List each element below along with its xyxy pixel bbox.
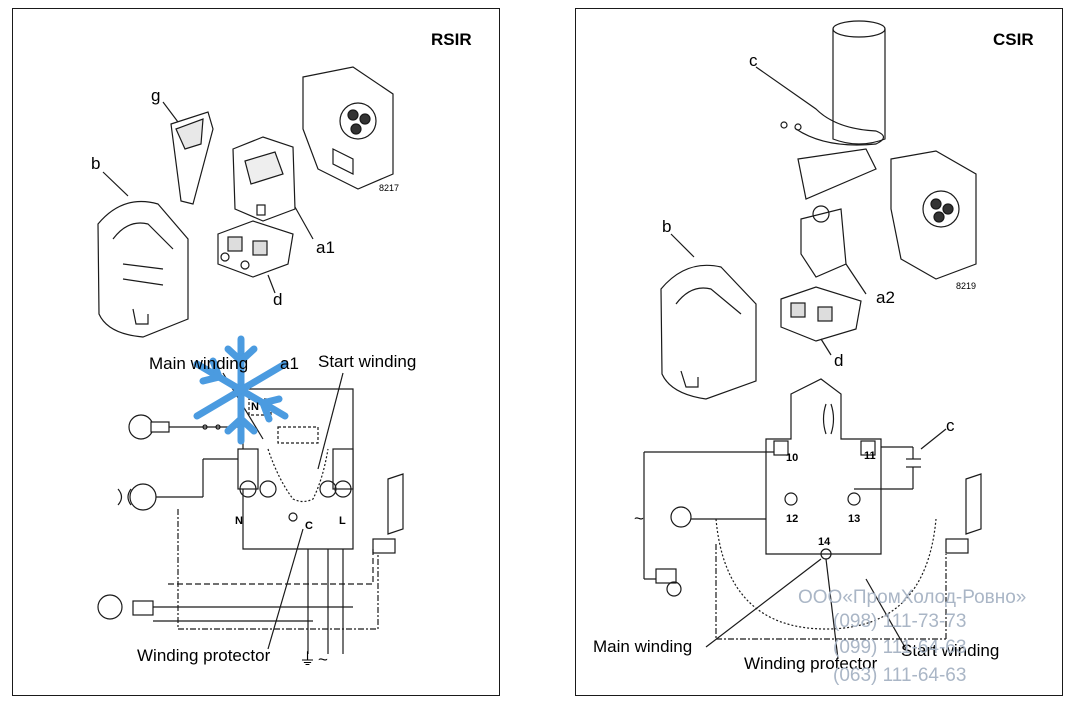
csir-start-winding-label: Start winding <box>901 641 999 660</box>
rsir-screw-n <box>239 480 257 498</box>
csir-label-b: b <box>662 217 671 236</box>
csir-overload-icon <box>945 473 982 554</box>
ac-symbol-left: ~ <box>318 650 328 669</box>
csir-relay-outline <box>765 378 882 555</box>
rsir-title: RSIR <box>431 30 472 49</box>
csir-thermostat-icon <box>655 568 682 597</box>
csir-part-d-terminal-block <box>780 286 862 356</box>
part-a2-relay <box>800 205 867 295</box>
part-d-terminal-block <box>217 220 294 294</box>
csir-main-winding-leader <box>705 558 822 648</box>
csir-terminal-13-contact <box>847 492 861 506</box>
rsir-terminal-n-bottom: N <box>235 515 243 527</box>
csir-terminal-11-contact <box>860 440 876 456</box>
csir-terminal-14: 14 <box>818 536 831 548</box>
rsir-terminal-l: L <box>339 515 346 527</box>
csir-windings <box>715 518 937 630</box>
ac-symbol-right: ~ <box>634 509 644 528</box>
snowflake-icon <box>193 335 289 445</box>
rsir-panel: RSIR 8217 g b a1 d Main winding a1 Start… <box>12 8 500 696</box>
watermark-company: ООО«ПромХолод-Ровно» <box>798 587 1026 608</box>
rsir-figure-number: 8217 <box>379 183 399 193</box>
lamp-icon <box>128 414 243 440</box>
part-c-capacitor <box>755 20 886 146</box>
csir-terminal-10: 10 <box>786 452 798 464</box>
watermark-phone-2: (099) 111-64-63 <box>833 637 966 658</box>
csir-relay-coil <box>822 403 835 435</box>
csir-start-winding-leader <box>865 578 907 650</box>
csir-fan-icon <box>670 506 692 528</box>
csir-main-winding-label: Main winding <box>593 637 692 656</box>
rsir-a1-wiring-label: a1 <box>280 354 299 373</box>
rsir-winding-protector-label: Winding protector <box>137 646 271 665</box>
rsir-main-winding-label: Main winding <box>149 354 248 373</box>
csir-label-a2: a2 <box>876 288 895 307</box>
rsir-winding-protector-contact <box>288 512 298 522</box>
rsir-label-a1: a1 <box>316 238 335 257</box>
csir-protector-leader <box>825 558 839 660</box>
csir-drawing: CSIR 8219 c b a2 d c 10 11 12 13 14 ~ Ma… <box>593 20 1034 686</box>
rsir-drawing: RSIR 8217 g b a1 d Main winding a1 Start… <box>91 30 472 669</box>
part-g-plug <box>162 101 214 205</box>
rsir-label-g: g <box>151 86 160 105</box>
csir-capacitor-label: c <box>946 416 955 435</box>
csir-label-c: c <box>749 51 758 70</box>
csir-winding-protector-label: Winding protector <box>744 654 878 673</box>
rsir-terminal-left <box>237 448 259 490</box>
rsir-terminal-c: C <box>305 520 313 532</box>
rsir-winding-protector-leader <box>267 528 304 650</box>
fan-icon <box>117 458 238 511</box>
earth-icon: ⏚ <box>299 650 316 669</box>
csir-terminal-13: 13 <box>848 513 860 525</box>
part-a1-relay <box>232 136 314 240</box>
csir-title: CSIR <box>993 30 1034 49</box>
csir-panel: CSIR 8219 c b a2 d c 10 11 12 13 14 ~ Ma… <box>575 8 1063 696</box>
thermostat-icon <box>97 594 353 622</box>
watermark-phone-1: (098) 111-73-73 <box>833 611 966 632</box>
compressor-terminal-housing <box>302 66 394 190</box>
rsir-label-d: d <box>273 290 282 309</box>
csir-figure-number: 8219 <box>956 281 976 291</box>
capacitor-clamp <box>797 148 877 200</box>
csir-part-b-cover <box>660 233 757 400</box>
rsir-windings <box>267 448 329 503</box>
csir-terminal-10-contact <box>773 440 789 456</box>
csir-terminal-12-contact <box>784 492 798 506</box>
rsir-relay-coil <box>277 426 319 444</box>
csir-label-d: d <box>834 351 843 370</box>
rsir-screw-l <box>334 480 352 498</box>
external-overload-icon <box>372 473 404 554</box>
csir-terminal-11: 11 <box>864 450 876 462</box>
rsir-start-winding-label: Start winding <box>318 352 416 371</box>
csir-compressor-housing <box>890 150 977 280</box>
part-b-cover <box>97 171 189 338</box>
rsir-terminal-n-top: N <box>251 401 259 413</box>
rsir-terminal-right <box>332 448 354 490</box>
rsir-label-b: b <box>91 154 100 173</box>
watermark-phone-3: (063) 111-64-63 <box>833 665 966 686</box>
csir-terminal-12: 12 <box>786 513 798 525</box>
